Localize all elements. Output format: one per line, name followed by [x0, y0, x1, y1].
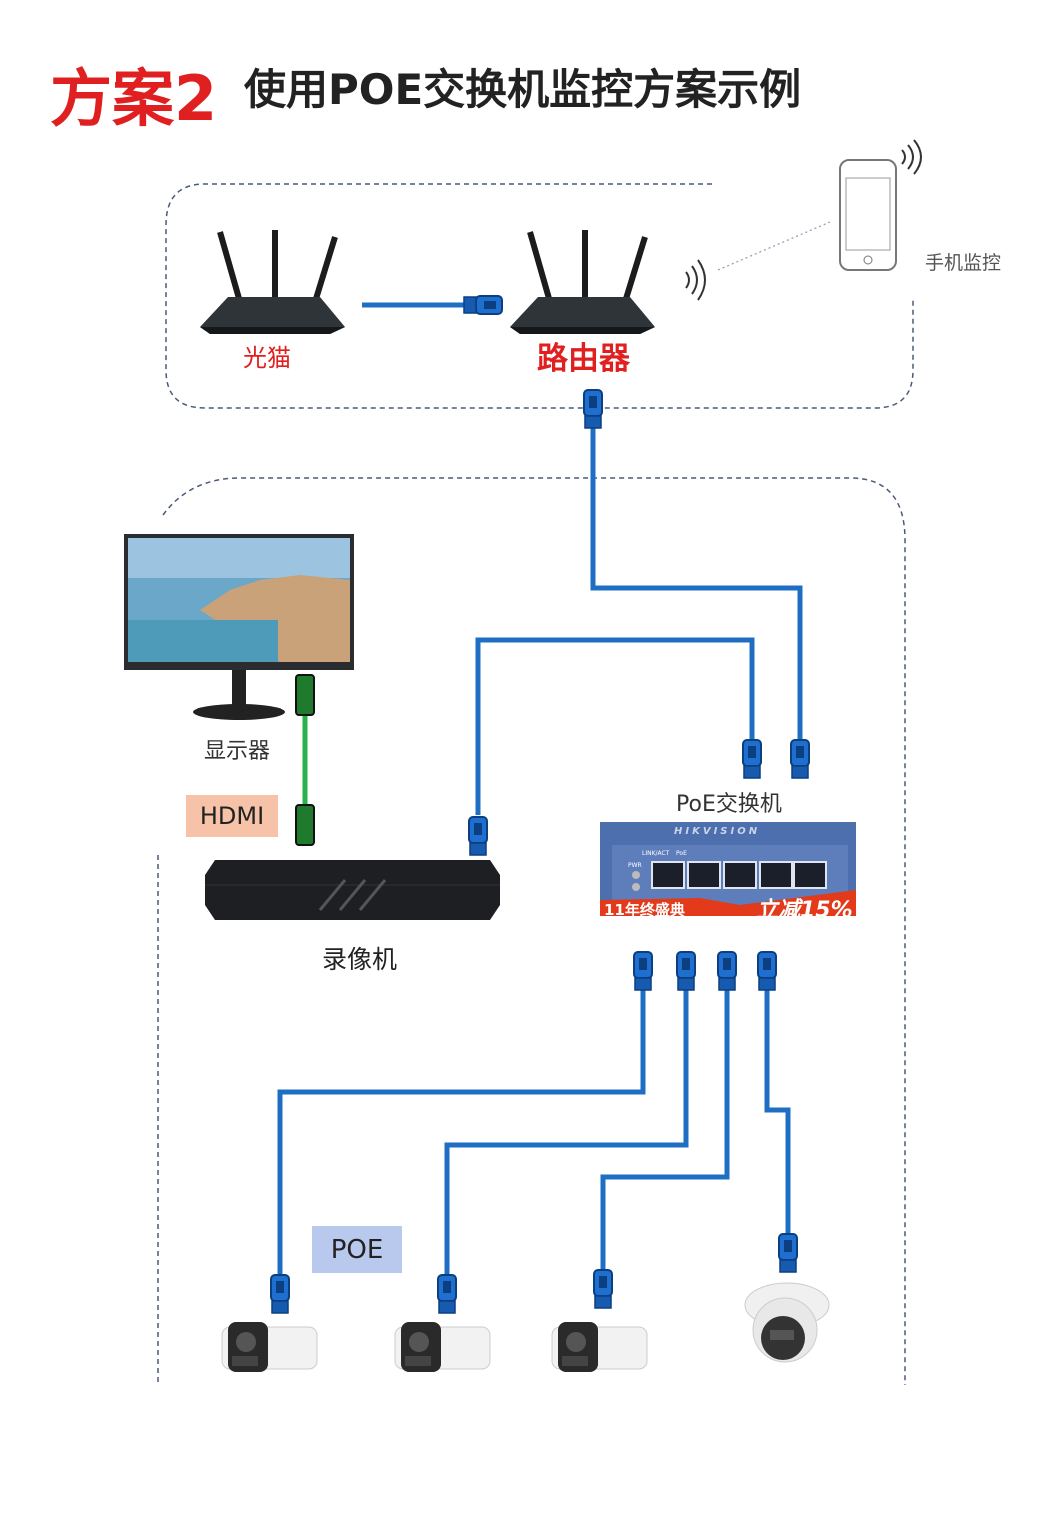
wifi-icon	[685, 139, 922, 301]
network-zone-boundary	[165, 183, 914, 409]
nvr-icon	[205, 860, 500, 920]
banner-left: 11年终盛典	[604, 901, 685, 919]
hdmi-badge: HDMI	[186, 795, 278, 837]
phone-icon	[839, 159, 897, 271]
poe-badge: POE	[312, 1226, 402, 1273]
switch-brand: HIKVISION	[674, 826, 761, 837]
local-zone-boundary	[162, 477, 906, 1385]
monitor-icon	[124, 534, 354, 720]
switch-label: PoE交换机	[676, 792, 782, 817]
page-title: 使用POE交换机监控方案示例	[244, 65, 802, 114]
switch-pwr: PWR	[628, 862, 642, 869]
phone-label: 手机监控	[925, 252, 1002, 274]
camera-1-icon	[221, 1321, 318, 1373]
nvr-label: 录像机	[322, 945, 398, 974]
title-prefix: 方案2	[50, 62, 218, 135]
network-cables	[277, 410, 803, 1280]
monitor-label: 显示器	[204, 739, 271, 764]
modem-label: 光猫	[243, 344, 291, 372]
wireless-link	[717, 221, 831, 271]
camera-2-icon	[394, 1321, 491, 1373]
modem-icon	[200, 230, 345, 334]
banner-right: 立减15%	[756, 898, 853, 923]
hdmi-connectors	[295, 674, 315, 846]
dome-camera-icon	[744, 1282, 830, 1363]
switch-poe-text: PoE	[676, 850, 687, 857]
poe-switch-icon	[600, 822, 856, 916]
router-icon	[510, 230, 655, 334]
camera-3-icon	[551, 1321, 648, 1373]
router-label: 路由器	[537, 341, 630, 377]
switch-link-act: LINK/ACT	[642, 850, 670, 857]
